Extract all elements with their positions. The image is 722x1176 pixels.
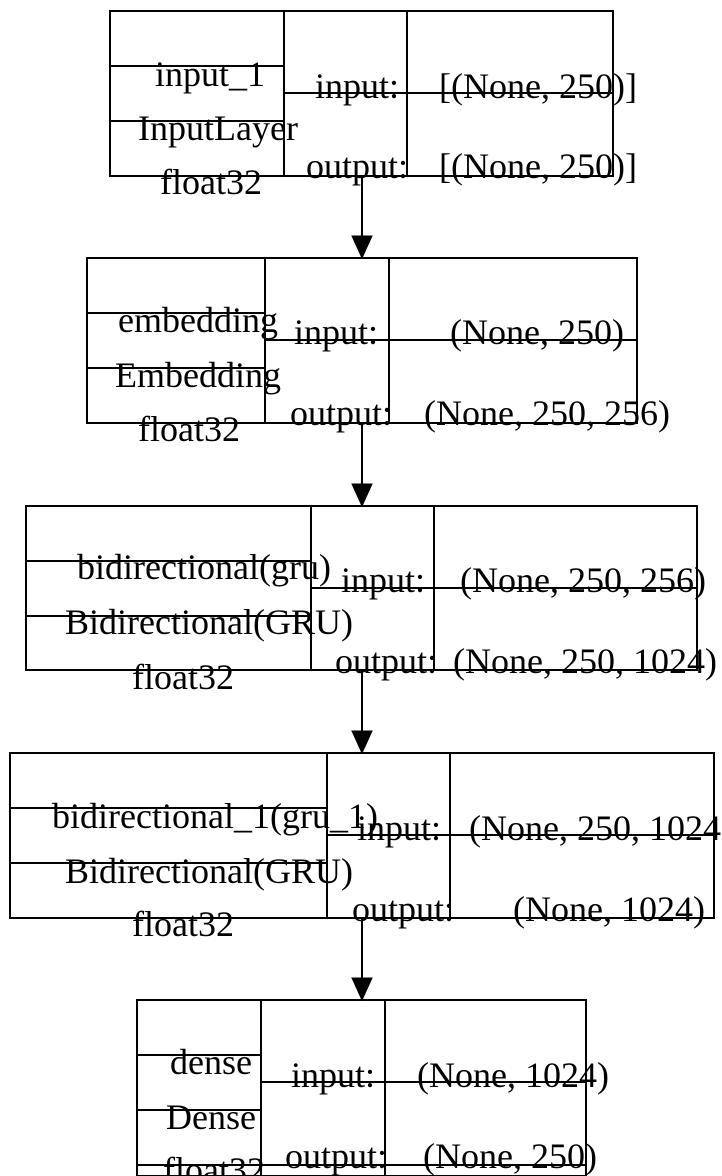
- edge-arrow: [351, 423, 373, 508]
- layer-type: Bidirectional(GRU): [65, 851, 353, 891]
- output-label: output:: [335, 641, 437, 681]
- output-label: output:: [306, 146, 408, 186]
- input-label: input:: [294, 312, 378, 352]
- layer-node: bidirectional_1(gru_1) Bidirectional(GRU…: [9, 752, 722, 944]
- layer-node: input_1 InputLayer float32 input: [(None…: [109, 10, 637, 202]
- layer-type: Embedding: [115, 355, 281, 395]
- layer-name: bidirectional_1(gru_1): [52, 796, 378, 836]
- arrowhead-icon: [351, 235, 373, 260]
- input-label: input:: [291, 1055, 375, 1095]
- layer-dtype: float32: [160, 162, 262, 202]
- layer-node: embedding Embedding float32 input: (None…: [86, 257, 670, 449]
- edge-arrow: [351, 176, 373, 260]
- edge-arrow: [351, 918, 373, 1002]
- layer-node: dense Dense float32 input: (None, 1024) …: [136, 999, 609, 1176]
- layer-dtype: float32: [132, 657, 234, 697]
- layer-name: input_1: [155, 54, 265, 94]
- output-label: output:: [285, 1136, 387, 1176]
- output-shape: (None, 250, 256): [424, 393, 670, 433]
- layer-dtype: float32: [163, 1150, 265, 1176]
- output-shape: (None, 250, 1024): [453, 641, 717, 681]
- arrowhead-icon: [351, 730, 373, 755]
- layer-name: bidirectional(gru): [77, 547, 331, 587]
- output-label: output:: [290, 393, 392, 433]
- layer-dtype: float32: [132, 904, 234, 944]
- layer-type: Bidirectional(GRU): [65, 602, 353, 642]
- output-label: output:: [352, 889, 454, 929]
- input-label: input:: [315, 66, 399, 106]
- arrowhead-icon: [351, 977, 373, 1002]
- input-shape: (None, 250): [450, 312, 624, 352]
- output-shape: (None, 1024): [513, 889, 705, 929]
- input-shape: (None, 250, 256): [460, 560, 706, 600]
- layer-name: dense: [170, 1042, 252, 1082]
- layer-dtype: float32: [138, 409, 240, 449]
- edge-arrow: [351, 670, 373, 755]
- input-label: input:: [341, 560, 425, 600]
- layer-type: Dense: [166, 1097, 256, 1137]
- input-shape: (None, 250, 1024): [469, 808, 722, 848]
- layer-type: InputLayer: [138, 108, 298, 148]
- output-shape: (None, 250): [423, 1136, 597, 1176]
- input-label: input:: [357, 808, 441, 848]
- layer-name: embedding: [118, 300, 278, 340]
- layer-node: bidirectional(gru) Bidirectional(GRU) fl…: [25, 505, 717, 697]
- input-shape: (None, 1024): [417, 1055, 609, 1095]
- output-shape: [(None, 250)]: [439, 146, 637, 186]
- input-shape: [(None, 250)]: [439, 66, 637, 106]
- arrowhead-icon: [351, 483, 373, 508]
